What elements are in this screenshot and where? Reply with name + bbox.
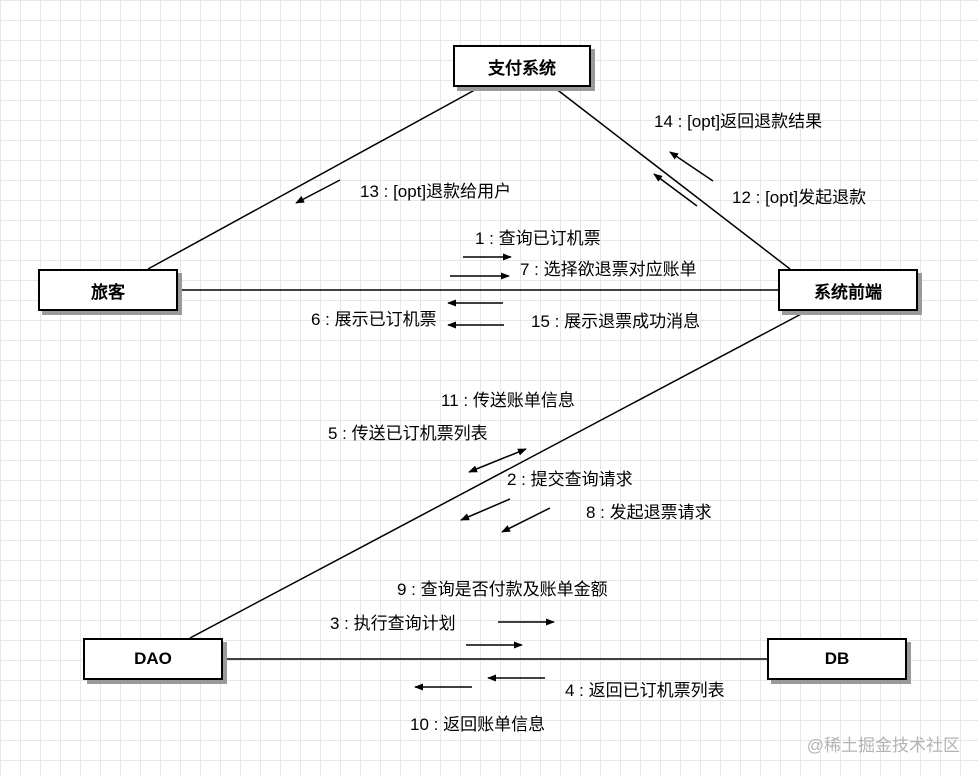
message-label-10: 10 : 返回账单信息 xyxy=(410,715,546,734)
node-dao: DAO xyxy=(83,638,223,680)
node-frontend: 系统前端 xyxy=(778,269,918,311)
message-label-2: 2 : 提交查询请求 xyxy=(507,470,633,489)
message-label-8: 8 : 发起退票请求 xyxy=(586,503,712,522)
link-frontend-dao xyxy=(189,311,806,639)
link-traveler-payment xyxy=(147,85,483,270)
message-label-12: 12 : [opt]发起退款 xyxy=(732,188,867,207)
link-payment-frontend xyxy=(554,87,791,270)
message-label-5: 5 : 传送已订机票列表 xyxy=(328,424,488,443)
message-label-6: 6 : 展示已订机票 xyxy=(311,310,437,329)
node-traveler: 旅客 xyxy=(38,269,178,311)
message-label-15: 15 : 展示退票成功消息 xyxy=(531,312,701,331)
node-db: DB xyxy=(767,638,907,680)
message-label-4: 4 : 返回已订机票列表 xyxy=(565,681,725,700)
message-label-14: 14 : [opt]返回退款结果 xyxy=(654,112,823,131)
message-label-9: 9 : 查询是否付款及账单金额 xyxy=(397,580,608,599)
node-payment-system: 支付系统 xyxy=(453,45,591,87)
message-label-13: 13 : [opt]退款给用户 xyxy=(360,182,512,201)
message-label-3: 3 : 执行查询计划 xyxy=(330,614,456,633)
arrow-8 xyxy=(501,507,551,533)
arrow-13 xyxy=(295,179,341,204)
arrow-2 xyxy=(460,498,511,521)
message-label-1: 1 : 查询已订机票 xyxy=(475,229,601,248)
watermark: @稀土掘金技术社区 xyxy=(806,736,960,755)
message-label-7: 7 : 选择欲退票对应账单 xyxy=(520,260,697,279)
arrow-5-11 xyxy=(468,448,527,473)
arrow-12 xyxy=(653,173,698,207)
arrow-14 xyxy=(669,151,714,182)
message-label-11: 11 : 传送账单信息 xyxy=(441,391,575,410)
